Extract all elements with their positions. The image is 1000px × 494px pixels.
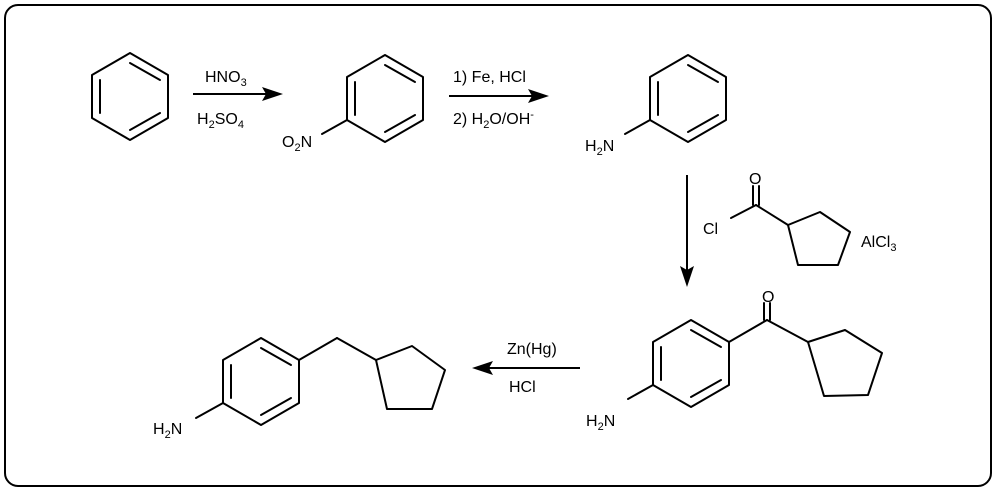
arrow-clemmensen xyxy=(472,361,580,375)
acyl-chlorine-label: Cl xyxy=(703,221,718,238)
aryl-cyclopentyl-ketone xyxy=(627,302,883,408)
ketone-oxygen-label: O xyxy=(762,289,774,306)
reagent-h2so4: H2SO4 xyxy=(197,111,244,131)
arrow-acylation xyxy=(680,175,694,287)
reagent-hcl: HCl xyxy=(509,379,536,396)
final-amine-label: H2N xyxy=(153,421,182,441)
acyl-oxygen-label: O xyxy=(749,171,761,188)
nitrobenzene xyxy=(321,54,424,143)
ketone-amine-label: H2N xyxy=(586,413,615,433)
reagent-alcl3: AlCl3 xyxy=(861,234,896,254)
reagent-zn-hg: Zn(Hg) xyxy=(507,341,557,358)
benzene xyxy=(91,52,169,141)
arrow-reduction xyxy=(449,89,549,103)
arrow-nitration xyxy=(193,87,283,101)
reagent-hno3: HNO3 xyxy=(205,69,247,89)
cyclopentanecarbonyl-chloride xyxy=(730,185,851,266)
reagent-fe-hcl: 1) Fe, HCl xyxy=(453,69,526,86)
4-cyclopentylmethyl-aniline xyxy=(195,337,446,426)
aniline xyxy=(624,54,727,143)
aniline-amine-label: H2N xyxy=(585,138,614,158)
nitro-group-label: O2N xyxy=(282,134,312,154)
reagent-water-hydroxide: 2) H2O/OH- xyxy=(453,109,534,131)
